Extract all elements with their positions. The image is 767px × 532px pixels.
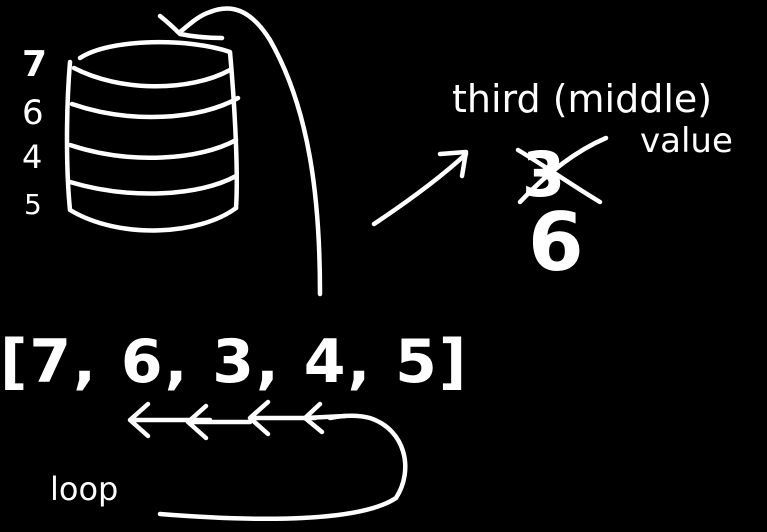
- stack-label-6: 6: [22, 93, 44, 133]
- stack-ring-3: [67, 137, 239, 160]
- cross-out-stroke-1: [517, 135, 609, 205]
- result-value: 6: [528, 196, 584, 289]
- stack-ring-1: [71, 65, 233, 89]
- annotation-value: value: [640, 121, 733, 161]
- annotation-third-middle: third (middle): [452, 77, 712, 121]
- result-arrow: [371, 149, 469, 227]
- stack-outline-top-right: [77, 39, 239, 211]
- stack-label-5: 5: [24, 188, 42, 221]
- stack-label-4: 4: [22, 138, 42, 176]
- loop-return-curve: [157, 413, 408, 522]
- stack-ring-4: [67, 173, 239, 196]
- loop-arrow-2: [185, 403, 253, 441]
- array-text: [7, 6, 3, 4, 5]: [0, 327, 468, 397]
- loop-label: loop: [50, 470, 118, 508]
- stack-outline-left-bottom: [64, 59, 239, 233]
- stack-label-7: 7: [22, 44, 47, 85]
- stack-cylinder: [64, 39, 241, 233]
- push-curve: [177, 6, 323, 297]
- loop-arrows: [127, 399, 348, 441]
- cross-out-stroke-2: [515, 147, 603, 205]
- push-arrowhead: [157, 13, 225, 41]
- stack-ring-2: [69, 95, 241, 120]
